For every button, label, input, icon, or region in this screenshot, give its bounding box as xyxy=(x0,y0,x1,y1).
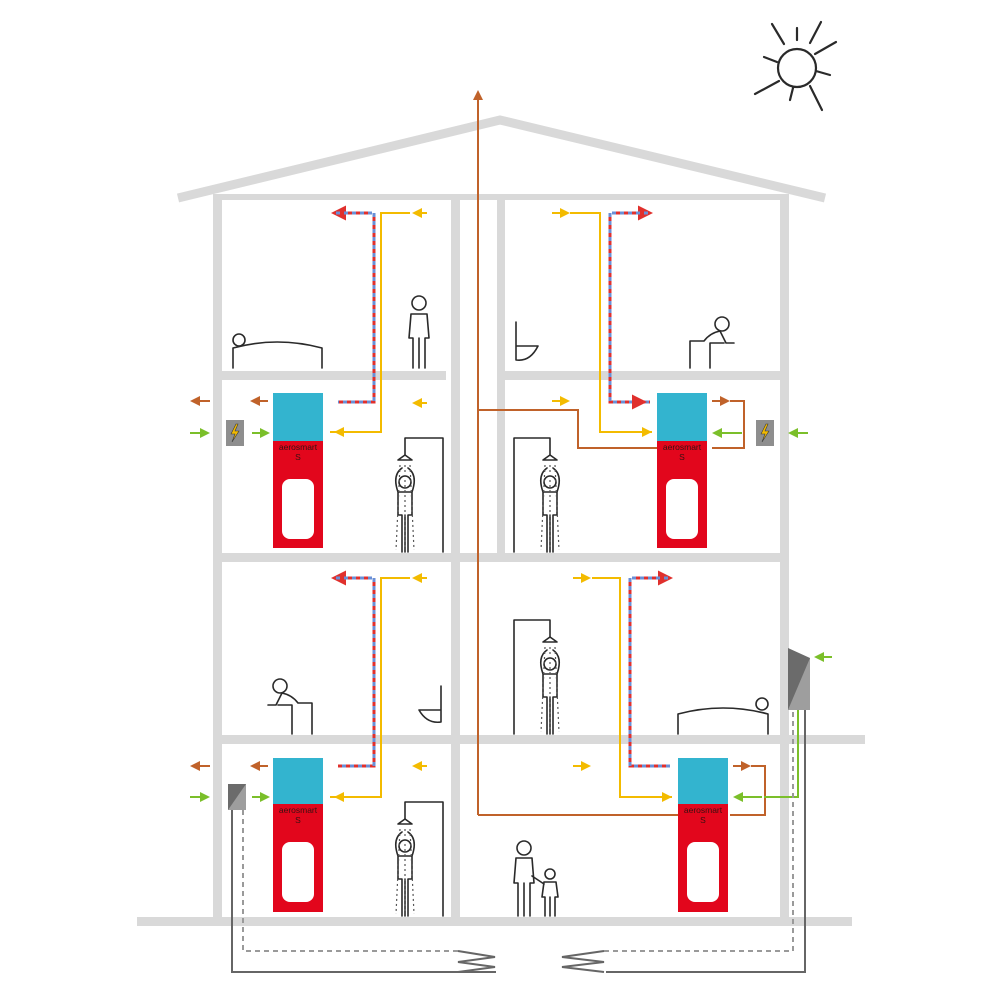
unit-brand-label: aerosmart xyxy=(684,805,723,815)
shower-water-icon xyxy=(540,646,560,733)
unit-model-label: S xyxy=(700,815,706,825)
adult-child-icon xyxy=(513,840,559,917)
unit-model-label: S xyxy=(295,815,301,825)
sun-icon xyxy=(753,20,838,112)
sitting-person-icon xyxy=(267,678,313,735)
toilet-icon xyxy=(418,685,442,724)
unit-lower-right: aerosmart S xyxy=(678,758,728,912)
ground-heat-exchanger-icon xyxy=(231,710,806,973)
pipes-upper-right xyxy=(552,205,808,449)
unit-model-label: S xyxy=(295,452,301,462)
filter-box-icon xyxy=(226,420,244,446)
unit-brand-label: aerosmart xyxy=(279,442,318,452)
pipes-lower-left xyxy=(190,570,427,802)
unit-brand-label: aerosmart xyxy=(663,442,702,452)
unit-upper-right: aerosmart S xyxy=(657,393,707,548)
filter-box-icon xyxy=(756,420,774,446)
shower-icon xyxy=(513,619,561,735)
shower-water-icon xyxy=(395,464,415,551)
bed-icon xyxy=(232,333,323,369)
bed-icon xyxy=(677,697,769,735)
unit-lower-left: aerosmart S xyxy=(273,758,323,912)
unit-upper-left: aerosmart S xyxy=(273,393,323,548)
shower-icon xyxy=(394,437,444,553)
standing-person-icon xyxy=(408,295,430,369)
solar-collector-icon xyxy=(228,784,246,810)
shower-water-icon xyxy=(395,828,415,915)
pipes-upper-left xyxy=(190,205,427,438)
pipes-lower-right xyxy=(573,570,799,816)
solar-collector-icon xyxy=(788,648,810,710)
shower-water-icon xyxy=(540,464,560,551)
shower-icon xyxy=(513,437,561,553)
unit-brand-label: aerosmart xyxy=(279,805,318,815)
toilet-icon xyxy=(515,321,539,362)
shower-icon xyxy=(394,801,444,917)
unit-model-label: S xyxy=(679,452,685,462)
central-exhaust-riser xyxy=(473,90,678,816)
building-shell xyxy=(137,115,865,926)
sitting-person-icon xyxy=(689,316,735,369)
